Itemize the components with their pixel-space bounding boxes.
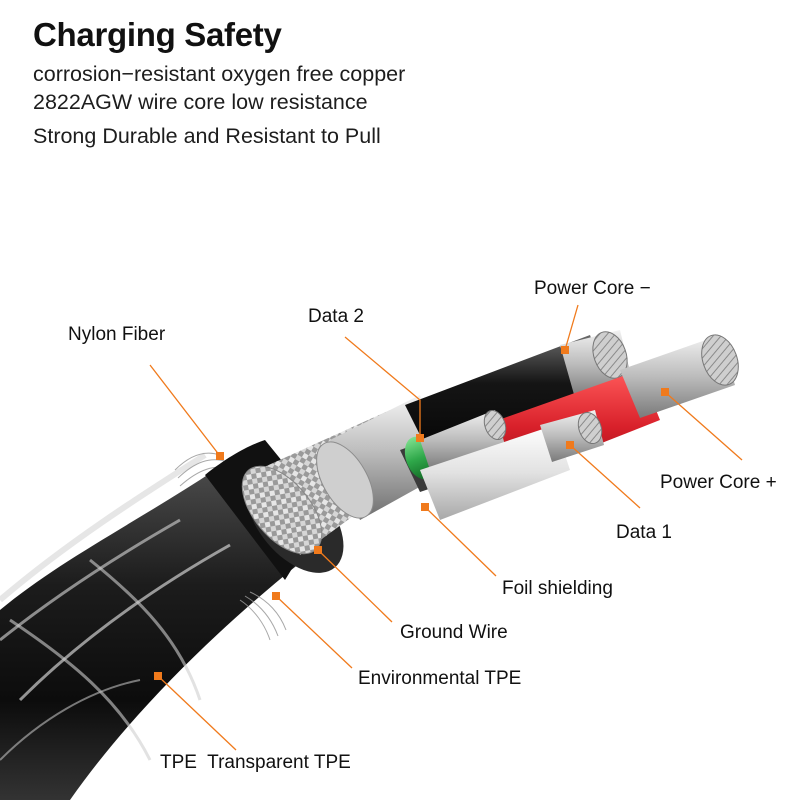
leader-data-2 — [344, 336, 421, 438]
leader-ground-wire — [317, 549, 393, 623]
subtitle-line-1: corrosion−resistant oxygen free copper — [33, 62, 406, 86]
leader-lines — [149, 304, 743, 751]
page-title: Charging Safety — [33, 16, 282, 53]
label-data-2: Data 2 — [308, 306, 364, 327]
leader-environmental-tpe — [275, 595, 353, 669]
dot-nylon-fiber — [216, 452, 224, 460]
label-tpe-transparent-tpe: TPE Transparent TPE — [160, 752, 351, 773]
dot-tpe-transparent — [154, 672, 162, 680]
dot-data-2 — [416, 434, 424, 442]
leader-data-1 — [569, 444, 641, 509]
label-environmental-tpe: Environmental TPE — [358, 668, 522, 689]
subtitle-line-2: 2822AGW wire core low resistance — [33, 90, 368, 114]
dot-power-core-minus — [561, 346, 569, 354]
data-1-wire — [420, 410, 604, 520]
leader-dots — [154, 346, 669, 680]
label-power-core-plus: Power Core + — [660, 472, 777, 493]
leader-power-core-minus — [564, 304, 579, 351]
outer-jacket — [0, 452, 310, 800]
dot-foil-shielding — [421, 503, 429, 511]
label-power-core-minus: Power Core − — [534, 278, 651, 299]
subtitle-line-3: Strong Durable and Resistant to Pull — [33, 124, 381, 148]
leader-power-core-plus — [664, 391, 743, 461]
dot-data-1 — [566, 441, 574, 449]
label-data-1: Data 1 — [616, 522, 672, 543]
label-ground-wire: Ground Wire — [400, 622, 508, 643]
dot-environmental-tpe — [272, 592, 280, 600]
leader-foil-shielding — [424, 506, 497, 577]
dot-power-core-plus — [661, 388, 669, 396]
label-foil-shielding: Foil shielding — [502, 578, 613, 599]
dot-ground-wire — [314, 546, 322, 554]
leader-nylon-fiber — [149, 364, 221, 457]
leader-tpe-transparent — [157, 675, 237, 751]
label-nylon-fiber: Nylon Fiber — [68, 324, 166, 345]
